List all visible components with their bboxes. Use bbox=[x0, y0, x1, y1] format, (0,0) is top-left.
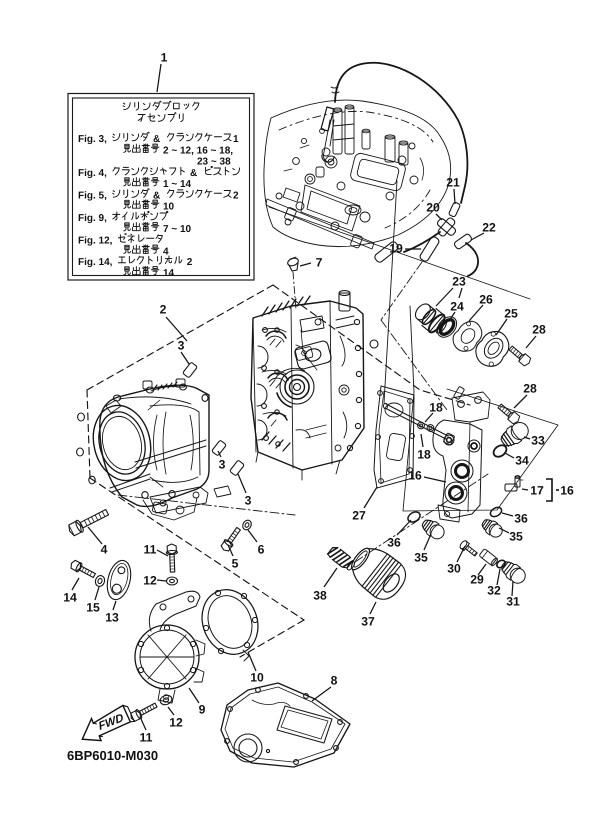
svg-text:30: 30 bbox=[447, 562, 461, 576]
svg-text:&: & bbox=[190, 168, 197, 179]
svg-text:16: 16 bbox=[560, 484, 574, 498]
svg-text:Fig. 9,: Fig. 9, bbox=[78, 213, 107, 224]
svg-text:3: 3 bbox=[245, 494, 252, 508]
svg-text:22: 22 bbox=[482, 221, 496, 235]
svg-text:36: 36 bbox=[387, 536, 401, 550]
svg-text:2: 2 bbox=[187, 257, 193, 268]
svg-text:28: 28 bbox=[523, 382, 537, 396]
svg-text:34: 34 bbox=[515, 454, 529, 468]
svg-text:33: 33 bbox=[531, 434, 545, 448]
svg-text:10: 10 bbox=[163, 202, 175, 213]
svg-text:1 ~ 14: 1 ~ 14 bbox=[163, 179, 192, 190]
svg-text:29: 29 bbox=[470, 573, 484, 587]
svg-text:&: & bbox=[153, 191, 160, 202]
svg-text:21: 21 bbox=[446, 176, 460, 190]
svg-text:35: 35 bbox=[509, 530, 523, 544]
svg-text:2: 2 bbox=[233, 191, 239, 202]
svg-text:Fig. 3,: Fig. 3, bbox=[78, 134, 107, 145]
svg-text:20: 20 bbox=[426, 201, 440, 215]
svg-text:1: 1 bbox=[161, 51, 168, 65]
svg-text:Fig. 5,: Fig. 5, bbox=[78, 191, 107, 202]
svg-text:12: 12 bbox=[169, 716, 183, 730]
svg-text:17: 17 bbox=[530, 484, 544, 498]
svg-text:4: 4 bbox=[101, 543, 108, 557]
svg-text:Fig. 12,: Fig. 12, bbox=[78, 236, 113, 247]
svg-text:38: 38 bbox=[313, 589, 327, 603]
svg-text:28: 28 bbox=[532, 323, 546, 337]
svg-text:6BP6010-M030: 6BP6010-M030 bbox=[67, 748, 158, 763]
svg-text:27: 27 bbox=[352, 509, 366, 523]
svg-text:9: 9 bbox=[199, 703, 206, 717]
svg-text:37: 37 bbox=[361, 615, 375, 629]
svg-text:8: 8 bbox=[331, 674, 338, 688]
svg-text:13: 13 bbox=[105, 611, 119, 625]
svg-text:7: 7 bbox=[316, 256, 323, 270]
svg-text:14: 14 bbox=[163, 268, 175, 279]
svg-text:2 ~ 12, 16 ~ 18,: 2 ~ 12, 16 ~ 18, bbox=[163, 146, 233, 157]
svg-text:23: 23 bbox=[452, 275, 466, 289]
svg-text:3: 3 bbox=[178, 339, 185, 353]
svg-text:3: 3 bbox=[219, 458, 226, 472]
svg-text:32: 32 bbox=[487, 584, 501, 598]
svg-text:2: 2 bbox=[160, 303, 167, 317]
svg-text:14: 14 bbox=[63, 591, 77, 605]
svg-text:Fig. 14,: Fig. 14, bbox=[78, 257, 113, 268]
svg-text:&: & bbox=[153, 134, 160, 145]
svg-text:1: 1 bbox=[233, 134, 239, 145]
svg-text:4: 4 bbox=[163, 247, 169, 258]
svg-text:18: 18 bbox=[417, 448, 431, 462]
svg-text:36: 36 bbox=[514, 512, 528, 526]
svg-text:5: 5 bbox=[232, 557, 239, 571]
svg-text:26: 26 bbox=[479, 293, 493, 307]
svg-text:6: 6 bbox=[258, 543, 265, 557]
svg-text:7 ~ 10: 7 ~ 10 bbox=[163, 224, 192, 235]
svg-text:12: 12 bbox=[143, 574, 157, 588]
svg-text:10: 10 bbox=[250, 671, 264, 685]
svg-text:24: 24 bbox=[450, 300, 464, 314]
svg-text:Fig. 4,: Fig. 4, bbox=[78, 168, 107, 179]
svg-text:35: 35 bbox=[414, 551, 428, 565]
svg-text:15: 15 bbox=[86, 601, 100, 615]
svg-text:11: 11 bbox=[140, 731, 153, 745]
svg-text:18: 18 bbox=[429, 401, 443, 415]
svg-text:16: 16 bbox=[408, 469, 422, 483]
svg-text:23 ~ 38: 23 ~ 38 bbox=[197, 157, 231, 168]
svg-text:25: 25 bbox=[504, 307, 518, 321]
svg-text:31: 31 bbox=[506, 595, 520, 609]
svg-text:11: 11 bbox=[144, 543, 157, 557]
